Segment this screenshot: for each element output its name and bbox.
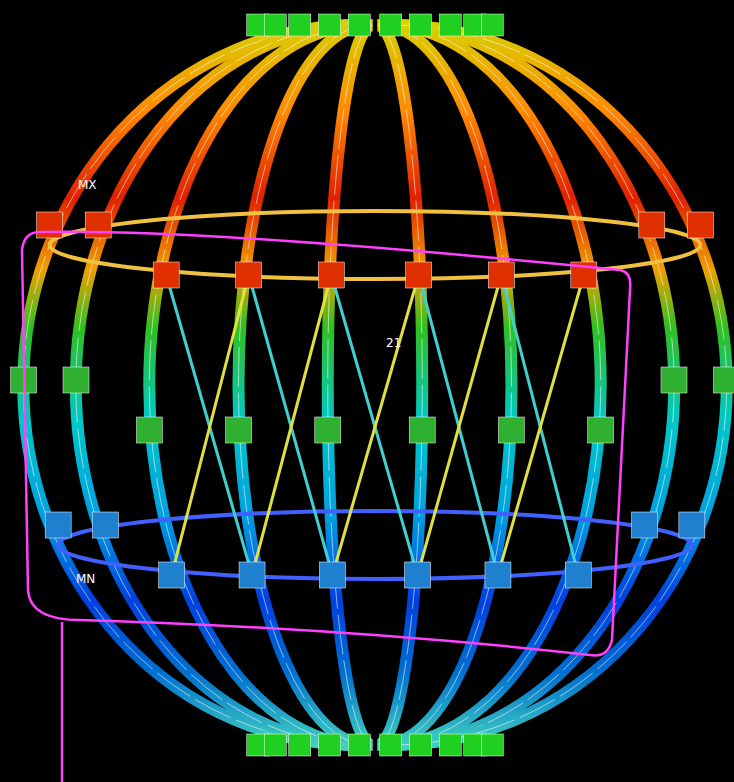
diagonal-brace [166, 275, 252, 575]
joint-block [239, 562, 265, 588]
end-block [319, 734, 341, 756]
end-block [264, 734, 286, 756]
joint-block [687, 212, 713, 238]
rib-edge-line [386, 25, 601, 745]
joint-block [45, 512, 71, 538]
joint-block [588, 417, 614, 443]
joint-block [485, 562, 511, 588]
meridian-rib [386, 25, 601, 745]
hoop-ring [58, 511, 692, 579]
end-block [289, 14, 311, 36]
meridian-rib [239, 25, 369, 745]
diagonal-brace [332, 275, 418, 575]
joint-block [639, 212, 665, 238]
joint-block [315, 417, 341, 443]
end-block [481, 14, 503, 36]
highlight-leader [61, 622, 64, 782]
joint-block [153, 262, 179, 288]
rib-edge-line [76, 25, 361, 745]
end-block [348, 14, 370, 36]
meridian-rib [23, 25, 358, 745]
end-block [439, 734, 461, 756]
end-block [439, 14, 461, 36]
highlight-outline [22, 232, 630, 656]
diagonal-brace [498, 275, 584, 575]
plot-label: MN [76, 572, 95, 586]
joint-block [319, 562, 345, 588]
end-block [380, 734, 402, 756]
end-block [410, 734, 432, 756]
joint-block [409, 417, 435, 443]
joint-block [159, 562, 185, 588]
joint-block [679, 512, 705, 538]
end-block [348, 734, 370, 756]
joint-block [37, 212, 63, 238]
joint-block [488, 262, 514, 288]
joint-block [498, 417, 524, 443]
meridian-rib [392, 25, 727, 745]
joint-block [92, 512, 118, 538]
end-block [289, 734, 311, 756]
rib-edge-line [23, 25, 358, 745]
joint-block [226, 417, 252, 443]
joint-block [565, 562, 591, 588]
joint-block [236, 262, 262, 288]
rib-edge-line [392, 25, 727, 745]
end-block [264, 14, 286, 36]
end-block [380, 14, 402, 36]
joint-block [661, 367, 687, 393]
joint-block [632, 512, 658, 538]
plot-label: 21 [386, 336, 401, 350]
end-block [410, 14, 432, 36]
meridian-rib [328, 25, 373, 745]
end-block [481, 734, 503, 756]
joint-block [63, 367, 89, 393]
joint-block [318, 262, 344, 288]
joint-block [85, 212, 111, 238]
rib-edge-line [239, 25, 369, 745]
plot-label: MX [78, 178, 97, 192]
rib-edge-line [328, 25, 373, 745]
joint-block [405, 562, 431, 588]
end-block [319, 14, 341, 36]
joint-block [406, 262, 432, 288]
meridian-rib [76, 25, 361, 745]
joint-block [713, 367, 734, 393]
joint-block [136, 417, 162, 443]
